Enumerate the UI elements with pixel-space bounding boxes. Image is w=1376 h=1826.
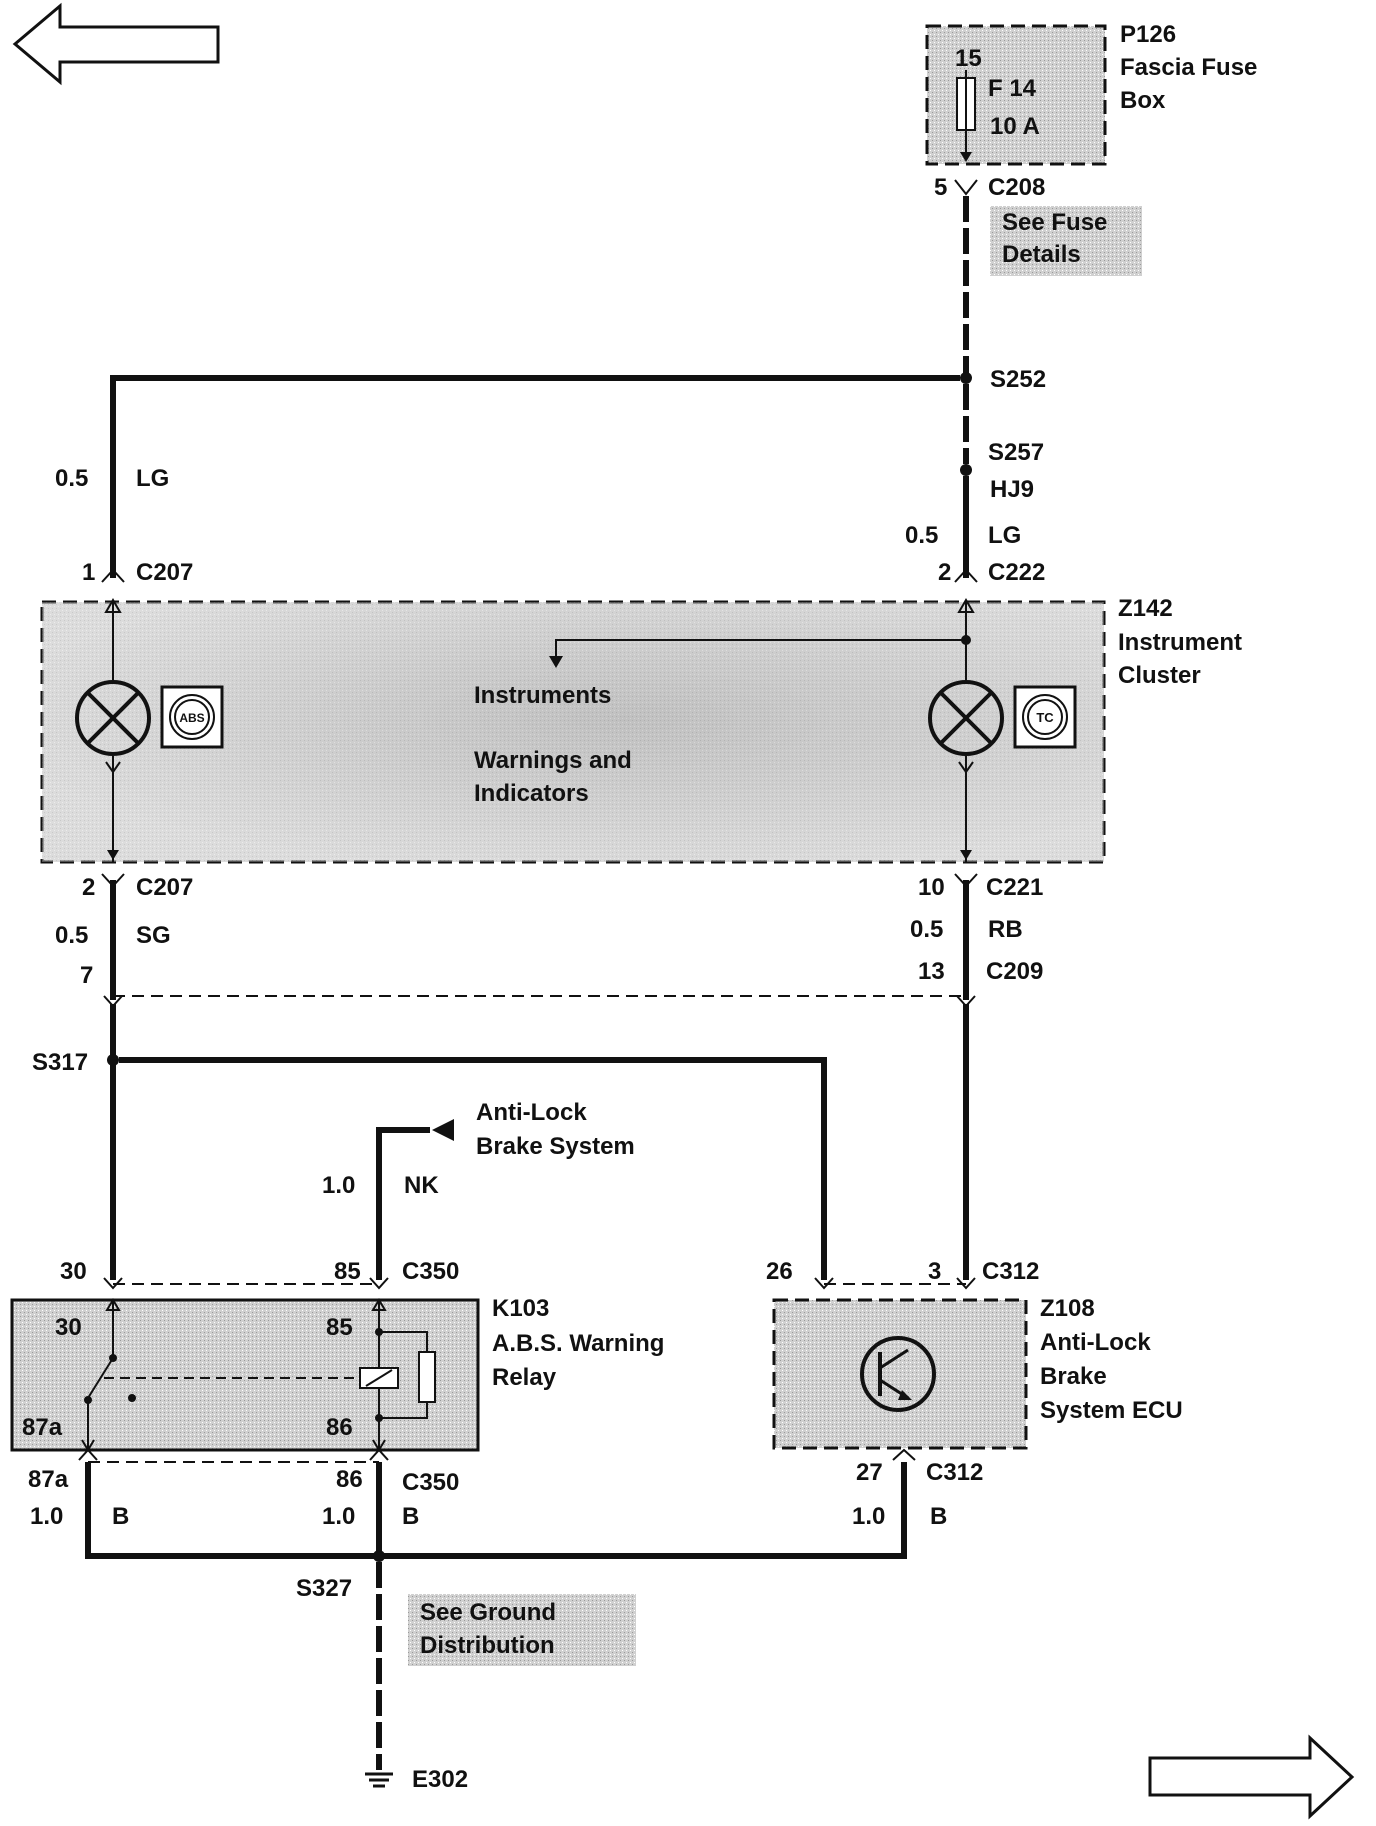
c350-bottom-connector: C350 [402,1469,459,1496]
relay-name-2: Relay [492,1364,557,1391]
c222-pin: 2 [938,559,951,586]
left-top-wire-color: LG [136,465,169,492]
fuse-note-box [990,206,1142,276]
c312-top-pin3: 3 [928,1258,941,1285]
splice-s327-label: S327 [296,1575,352,1602]
relay-pin87a: 87a [22,1414,63,1441]
cluster-id: Z142 [1118,595,1173,622]
c222-connector: C222 [988,559,1045,586]
ground-wire-c-size: 1.0 [852,1503,885,1530]
ecu-id: Z108 [1040,1295,1095,1322]
ground-e302-label: E302 [412,1766,468,1793]
nk-wire-size: 1.0 [322,1172,355,1199]
abs-warning-lamp-icon [75,680,151,756]
c207-top-pin: 1 [82,559,95,586]
fuse-box-name: Fascia Fuse [1120,54,1257,81]
c221-pin: 10 [918,874,945,901]
ecu-name: Anti-Lock [1040,1329,1151,1356]
fuse-box-id: P126 [1120,21,1176,48]
cluster-instruments-label: Instruments [474,682,611,709]
tc-symbol-icon: TC [1013,685,1077,749]
abs-symbol-icon: ABS [160,685,224,749]
prev-page-arrow[interactable] [12,2,220,86]
c350-bottom-pin86: 86 [336,1466,363,1493]
relay-coil-icon [359,1298,436,1452]
splice-s317-label: S317 [32,1049,88,1076]
ground-wire-b-color: B [402,1503,419,1530]
relay-pin86: 86 [326,1414,353,1441]
c209-connector: C209 [986,958,1043,985]
fuse-rating: 10 A [990,113,1040,140]
right-top-wire-size: 0.5 [905,522,938,549]
splice-s327 [373,1550,385,1562]
relay-id: K103 [492,1295,549,1322]
right-mid-wire-color: RB [988,916,1023,943]
c312-top-pin26: 26 [766,1258,793,1285]
ground-wire-a-size: 1.0 [30,1503,63,1530]
c207-top-connector: C207 [136,559,193,586]
abs-feed-arrow [432,1119,454,1141]
relay-switch-icon [81,1298,358,1452]
fuse-pin: 15 [955,45,982,72]
splice-s317 [107,1054,119,1066]
relay-box [10,1298,480,1452]
splice-s252-label: S252 [990,366,1046,393]
ground-wire-a-color: B [112,1503,129,1530]
cluster-name: Instrument [1118,629,1242,656]
ground-symbol-icon [365,1772,393,1788]
c312-bottom-pin: 27 [856,1459,883,1486]
ground-note-box [408,1594,636,1666]
c208-connector: C208 [988,174,1045,201]
c312-top-connector: C312 [982,1258,1039,1285]
ground-note-line1: See Ground [420,1599,556,1626]
splice-s252 [960,372,972,384]
c208-pin: 5 [934,174,947,201]
ecu-name-2: Brake [1040,1363,1107,1390]
cluster-warnings-label-2: Indicators [474,780,589,807]
ecu-name-3: System ECU [1040,1397,1183,1424]
abs-symbol-text: ABS [179,711,204,725]
c350-top-pin85: 85 [334,1258,361,1285]
next-page-arrow[interactable] [1148,1734,1355,1820]
hj9-label: HJ9 [990,476,1034,503]
tc-symbol-text: TC [1036,710,1054,725]
fuse-box-name-2: Box [1120,87,1166,114]
transistor-icon [860,1336,936,1412]
right-mid-wire-size: 0.5 [910,916,943,943]
c350-bottom-pin87a: 87a [28,1466,69,1493]
relay-pin30: 30 [55,1314,82,1341]
left-top-wire-size: 0.5 [55,465,88,492]
abs-feed-line1: Anti-Lock [476,1099,587,1126]
relay-pin85: 85 [326,1314,353,1341]
c209-left-pin: 7 [80,962,93,989]
nk-wire-color: NK [404,1172,439,1199]
cluster-name-2: Cluster [1118,662,1201,689]
fuse-note-line2: Details [1002,241,1081,268]
c221-connector: C221 [986,874,1043,901]
splice-s257 [960,464,972,476]
ecu-box [772,1298,1028,1450]
c207-bottom-connector: C207 [136,874,193,901]
splice-s257-label: S257 [988,439,1044,466]
ground-note-line2: Distribution [420,1632,555,1659]
fuse-note-line1: See Fuse [1002,209,1107,236]
c350-top-pin30: 30 [60,1258,87,1285]
left-mid-wire-color: SG [136,922,171,949]
c208-connector-mark [954,179,978,196]
ground-wire-c-color: B [930,1503,947,1530]
c312-bottom-connector: C312 [926,1459,983,1486]
relay-name: A.B.S. Warning [492,1330,664,1357]
tc-warning-lamp-icon [928,680,1004,756]
c350-top-connector: C350 [402,1258,459,1285]
fuse-number: F 14 [988,75,1037,102]
cluster-warnings-label: Warnings and [474,747,632,774]
left-mid-wire-size: 0.5 [55,922,88,949]
c209-right-pin: 13 [918,958,945,985]
abs-feed-line2: Brake System [476,1133,635,1160]
ground-wire-b-size: 1.0 [322,1503,355,1530]
c207-bottom-pin: 2 [82,874,95,901]
right-top-wire-color: LG [988,522,1021,549]
